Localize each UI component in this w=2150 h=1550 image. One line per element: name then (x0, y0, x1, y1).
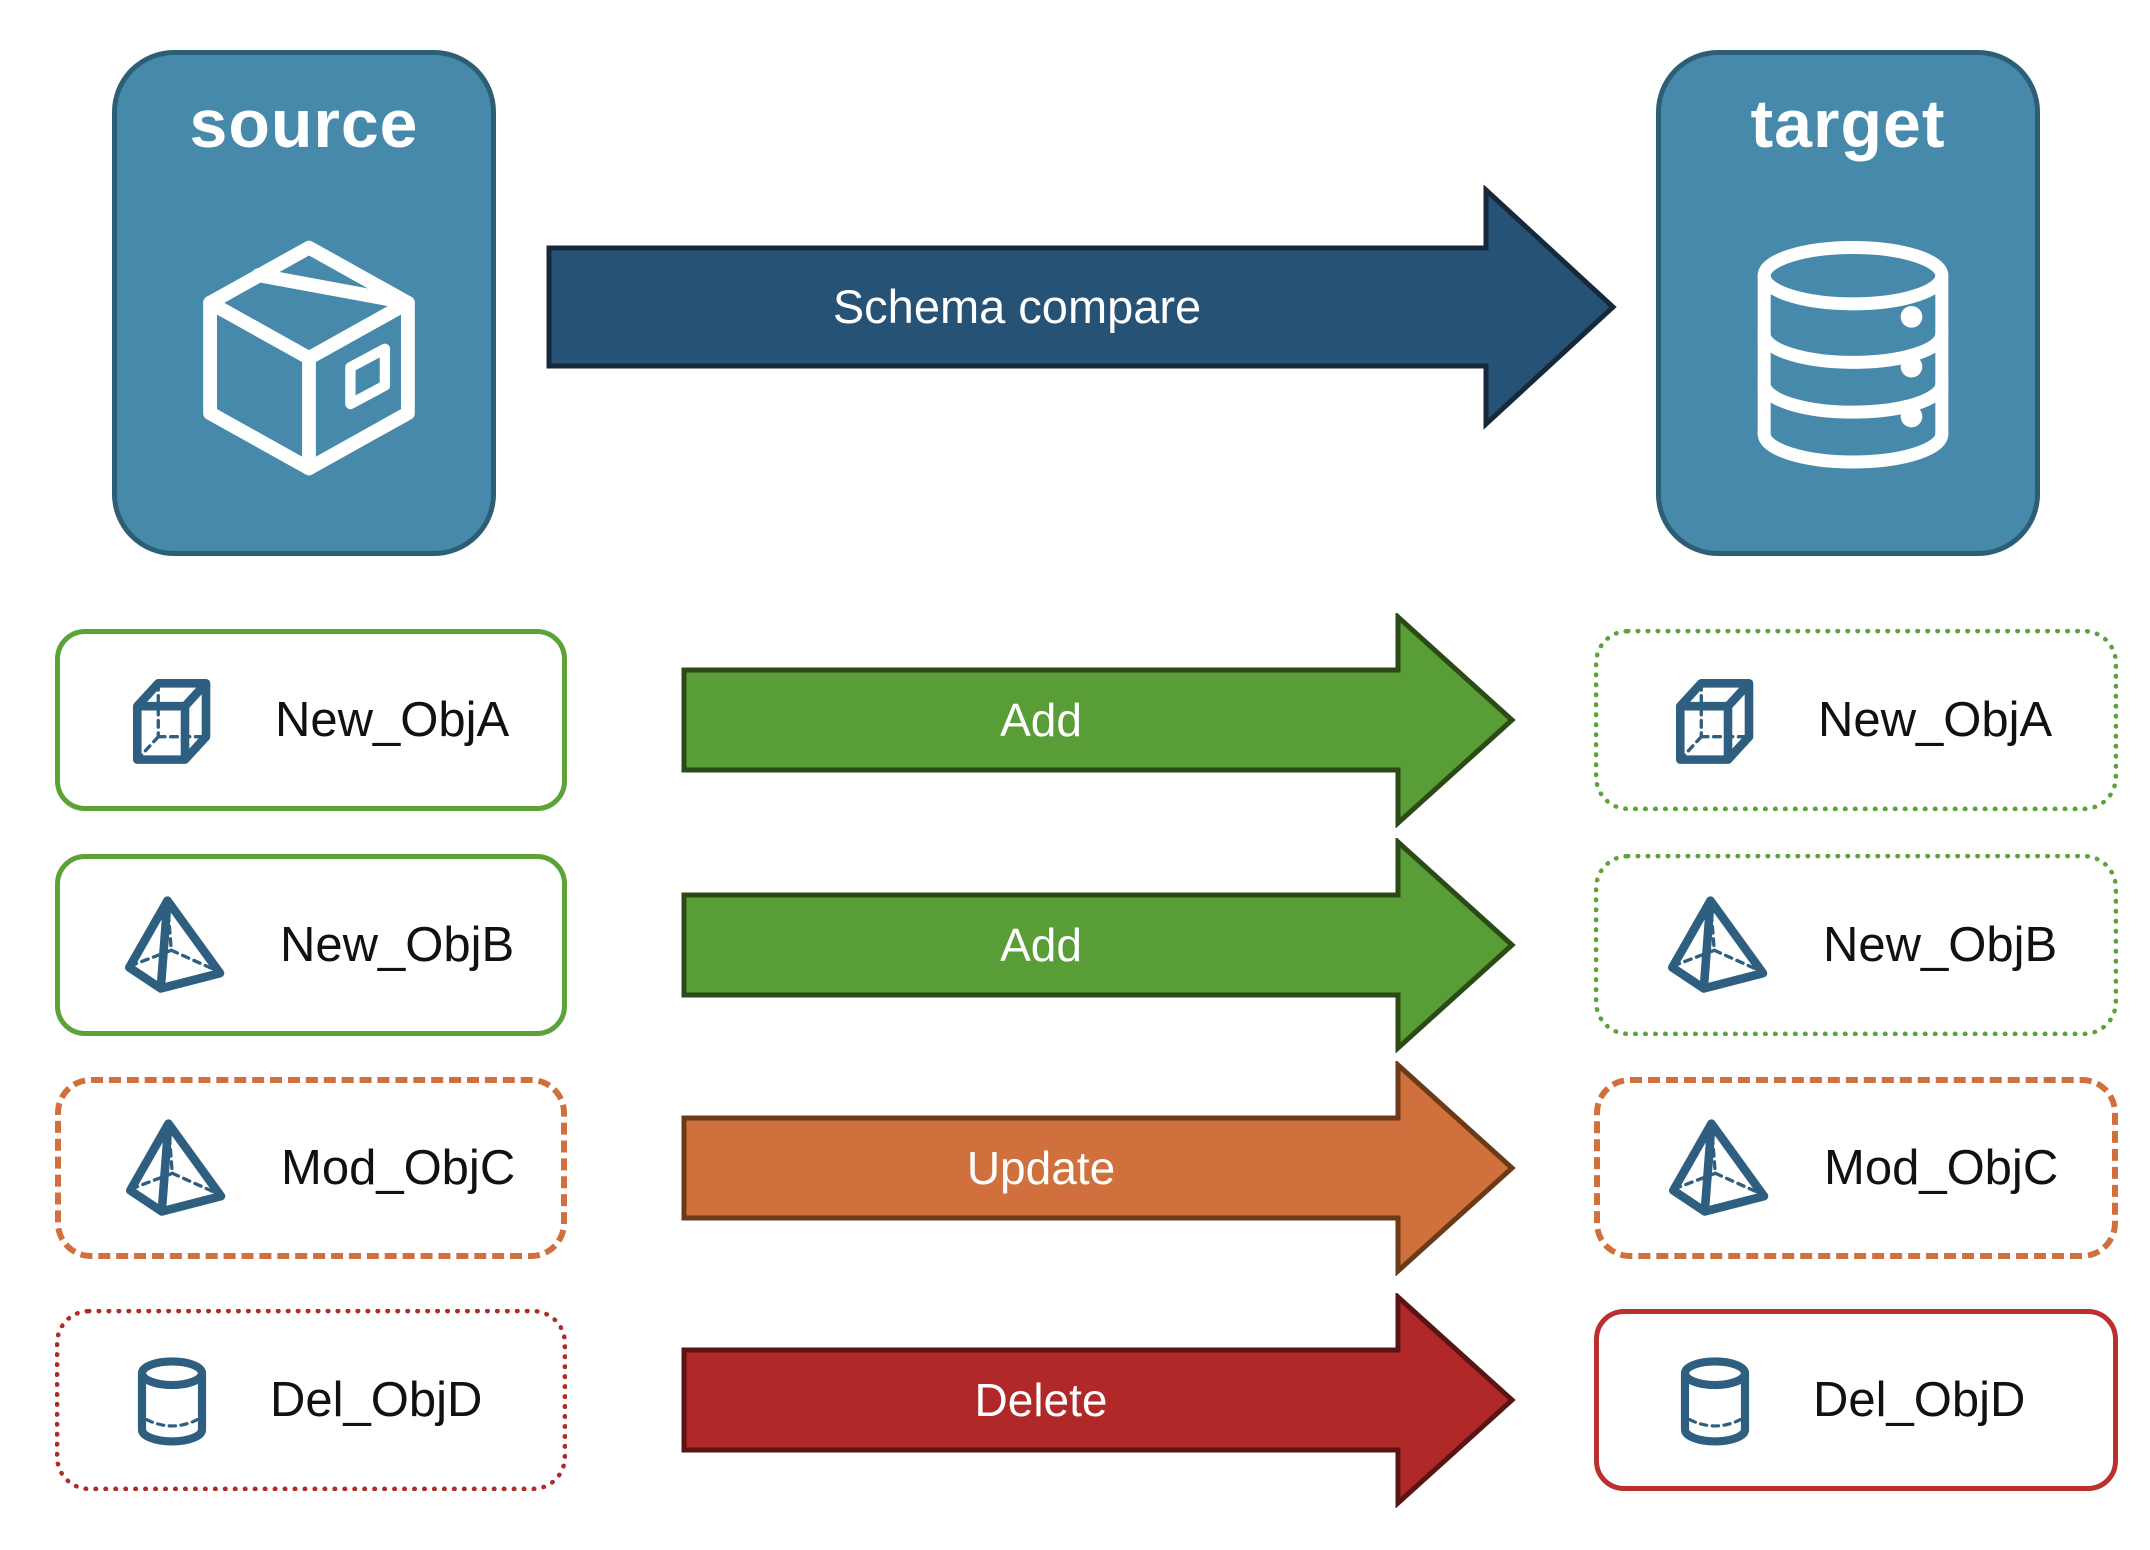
object-label: New_ObjA (275, 693, 510, 747)
object-label: New_ObjB (280, 918, 515, 972)
action-label: Add (1000, 694, 1082, 746)
object-label: Del_ObjD (270, 1373, 483, 1427)
action-label: Delete (975, 1374, 1108, 1426)
source-box-del-objd: Del_ObjD (55, 1309, 567, 1491)
object-label: Mod_ObjC (1824, 1141, 2059, 1195)
action-arrow-delete: Delete (681, 1293, 1516, 1508)
source-box-new-objb: New_ObjB (55, 854, 567, 1036)
action-arrow-update: Update (681, 1061, 1516, 1276)
action-label: Add (1000, 919, 1082, 971)
pyramid-icon (124, 895, 225, 993)
source-box-new-obja: New_ObjA (55, 629, 567, 811)
source-label: source (189, 86, 419, 162)
action-arrow-add-2: Add (681, 838, 1516, 1053)
schema-compare-label: Schema compare (833, 280, 1201, 333)
database-icon (1757, 241, 1949, 469)
target-box-mod-objc: Mod_ObjC (1594, 1077, 2118, 1259)
package-icon (203, 240, 415, 476)
pyramid-icon (125, 1118, 226, 1216)
target-node: target (1656, 50, 2040, 556)
source-box-mod-objc: Mod_ObjC (55, 1077, 567, 1259)
cube-icon (132, 678, 211, 764)
cube-icon (1675, 678, 1754, 764)
object-label: New_ObjA (1818, 693, 2053, 747)
target-box-del-objd: Del_ObjD (1594, 1309, 2118, 1491)
source-node: source (112, 50, 496, 556)
target-box-new-obja: New_ObjA (1594, 629, 2118, 811)
pyramid-icon (1667, 895, 1768, 993)
target-label: target (1750, 86, 1946, 162)
object-label: Mod_ObjC (281, 1141, 516, 1195)
object-label: New_ObjB (1823, 918, 2058, 972)
cylinder-icon (137, 1356, 207, 1445)
target-box-new-objb: New_ObjB (1594, 854, 2118, 1036)
object-label: Del_ObjD (1813, 1373, 2026, 1427)
action-arrow-add-1: Add (681, 613, 1516, 828)
pyramid-icon (1668, 1118, 1769, 1216)
action-label: Update (967, 1142, 1115, 1194)
schema-compare-arrow: Schema compare (546, 185, 1617, 430)
cylinder-icon (1680, 1356, 1750, 1445)
